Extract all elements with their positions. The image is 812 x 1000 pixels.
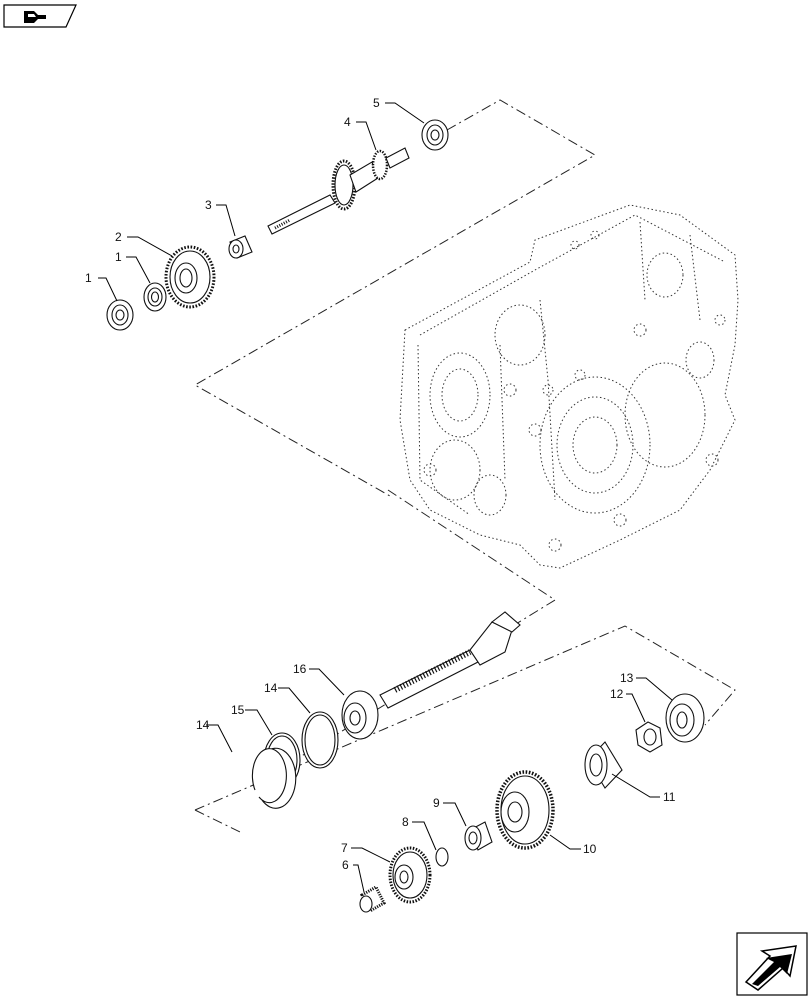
callout-1b: 1 (115, 250, 122, 264)
leader-lines (98, 102, 673, 893)
callout-9: 9 (433, 796, 440, 810)
book-arrow-icon[interactable] (3, 4, 77, 28)
callout-14b: 14 (264, 681, 278, 695)
callout-16: 16 (293, 662, 307, 676)
callout-14a: 14 (196, 718, 210, 732)
callout-6: 6 (342, 858, 349, 872)
next-page-arrow-icon[interactable] (736, 932, 808, 996)
needle-bearing-part-6 (359, 884, 386, 914)
bearing-part-1a (106, 299, 134, 331)
shaft-part-4 (267, 147, 410, 235)
callout-8: 8 (402, 815, 409, 829)
bearing-part-1b (143, 282, 167, 312)
snap-ring-part-8 (435, 847, 449, 867)
snap-ring-part-14b (251, 747, 297, 809)
callout-2: 2 (115, 230, 122, 244)
callout-5: 5 (373, 96, 380, 110)
callout-15: 15 (231, 703, 245, 717)
pinion-shaft (379, 611, 521, 709)
transmission-housing (399, 204, 739, 569)
alignment-lines (193, 99, 736, 833)
snap-ring-part-14a (301, 711, 339, 769)
gear-part-10 (495, 770, 555, 850)
callout-labels: 1 1 2 3 4 5 6 7 8 9 10 11 12 13 14 14 15… (85, 96, 676, 872)
bushing-part-3 (228, 235, 253, 259)
sleeve-part-11 (584, 741, 623, 789)
nut-part-12 (635, 721, 663, 753)
callout-3: 3 (205, 198, 212, 212)
bearing-part-16 (341, 690, 379, 740)
spacer-part-9 (464, 821, 493, 851)
callout-4: 4 (344, 115, 351, 129)
callout-1a: 1 (85, 271, 92, 285)
gear-part-7 (388, 846, 432, 904)
callout-11: 11 (663, 790, 676, 804)
bearing-part-13 (665, 693, 705, 743)
callout-10: 10 (583, 842, 597, 856)
callout-7: 7 (341, 841, 348, 855)
callout-12: 12 (610, 687, 624, 701)
bearing-part-5 (421, 119, 449, 151)
gear-part-2 (164, 245, 216, 309)
callout-13: 13 (620, 671, 634, 685)
